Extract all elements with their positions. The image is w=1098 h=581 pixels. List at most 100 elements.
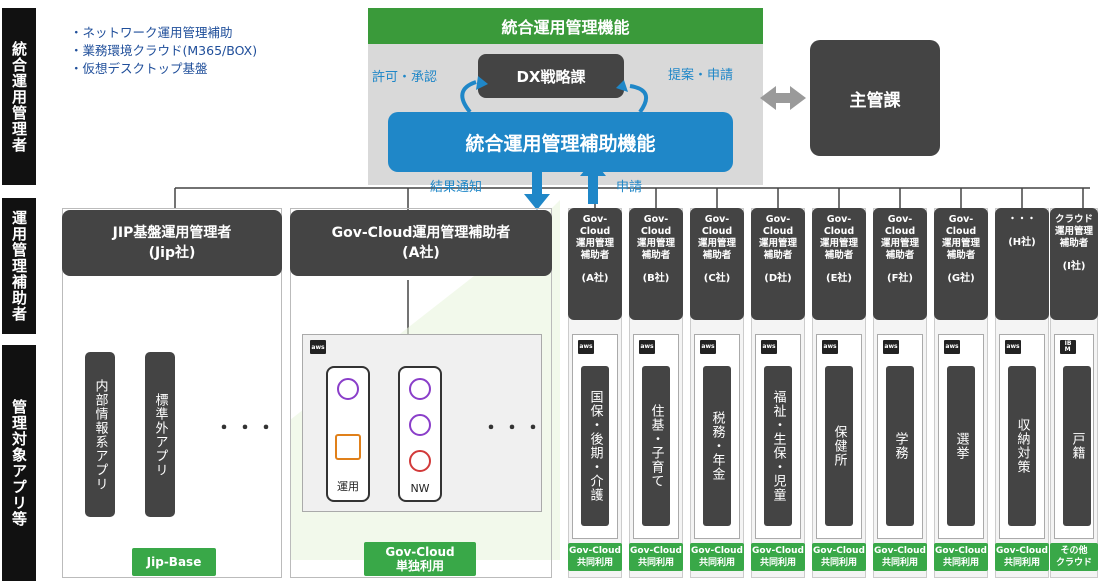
column-app: 学務 [886, 366, 914, 526]
column-tag-line1: Gov-Cloud [569, 546, 621, 556]
column-head: Gov- Cloud 運用管理 補助者 (F社) [873, 208, 927, 320]
column-company: (D社) [764, 273, 792, 284]
ops-icon-stack: 運用 [326, 366, 370, 502]
column-tag-line1: Gov-Cloud [813, 546, 865, 556]
column-head: クラウド 運用管理 補助者 (I社) [1050, 208, 1098, 320]
nw-icon-stack: NW [398, 366, 442, 502]
permit-label: 許可・承認 [372, 70, 438, 85]
column-tag-line2: 共同利用 [637, 558, 674, 568]
jip-more-dots: ・・・ [215, 418, 278, 439]
note-item: ・業務環境クラウド(M365/BOX) [70, 43, 258, 58]
column-company: (F社) [887, 273, 913, 284]
jip-operator-head: JIP基盤運用管理者 (Jip社) [62, 210, 282, 276]
role-managed-apps: 管理対象アプリ等 [2, 345, 36, 581]
column-head: ・・・ (H社) [995, 208, 1049, 320]
gc-operator-head: Gov-Cloud運用管理補助者 (A社) [290, 210, 552, 276]
scope-notes: ・ネットワーク運用管理補助 ・業務環境クラウド(M365/BOX) ・仮想デスク… [70, 24, 257, 78]
arrow-head-right [616, 80, 628, 92]
column-tag-line1: Gov-Cloud [630, 546, 682, 556]
column-tag-line1: その他 [1060, 546, 1088, 556]
cloud-logo: aws [822, 340, 838, 354]
aws-logo: aws [310, 340, 326, 354]
firewall-icon [409, 450, 431, 472]
column-app: 保健所 [825, 366, 853, 526]
propose-label: 提案・申請 [668, 68, 734, 83]
column-head: Gov- Cloud 運用管理 補助者 (C社) [690, 208, 744, 320]
cloud-logo: aws [578, 340, 594, 354]
column-head: Gov- Cloud 運用管理 補助者(G社) [934, 208, 988, 320]
cloud-logo: aws [761, 340, 777, 354]
column-tag-line2: 共同利用 [1003, 558, 1040, 568]
column-tag-line2: 共同利用 [759, 558, 796, 568]
column-company: (E社) [826, 273, 852, 284]
column-company: (C社) [703, 273, 731, 284]
jip-base-tag: Jip-Base [132, 548, 216, 576]
gc-head-title: Gov-Cloud運用管理補助者 [331, 225, 511, 241]
column-company: (A社) [581, 273, 609, 284]
gc-single-tag: Gov-Cloud 単独利用 [364, 542, 476, 576]
column-company: (H社) [1008, 237, 1036, 248]
column-tag: Gov-Cloud 共同利用 [629, 543, 683, 571]
ops-label: 運用 [337, 480, 359, 493]
governance-title: 統合運用管理機能 [368, 8, 763, 44]
column-head-title: Gov- Cloud 運用管理 補助者 [575, 214, 614, 261]
app-nonstandard: 標準外アプリ [145, 352, 175, 517]
column-tag-line2: 共同利用 [881, 558, 918, 568]
column-tag: その他クラウド [1050, 543, 1098, 571]
column-app: 国保・後期・介護 [581, 366, 609, 526]
column-app: 選挙 [947, 366, 975, 526]
role-assistant-manager: 運用管理補助者 [2, 198, 36, 334]
column-app: 収納対策 [1008, 366, 1036, 526]
column-head: Gov- Cloud 運用管理 補助者 (D社) [751, 208, 805, 320]
note-item: ・仮想デスクトップ基盤 [70, 61, 208, 76]
role-integrated-manager: 統合運用管理者 [2, 8, 36, 185]
column-tag-line2: 共同利用 [942, 558, 979, 568]
gc-head-company: (A社) [402, 245, 440, 261]
column-tag: Gov-Cloud 共同利用 [812, 543, 866, 571]
arrow-head-left [476, 76, 488, 90]
column-tag-line1: Gov-Cloud [752, 546, 804, 556]
column-tag-line2: 共同利用 [820, 558, 857, 568]
column-head-title: Gov- Cloud 運用管理 補助者 [697, 214, 736, 261]
cloud-logo: aws [700, 340, 716, 354]
column-head-title: Gov- Cloud 運用管理 補助者 [880, 214, 919, 261]
chip-icon [335, 434, 361, 460]
gc-panel [290, 208, 552, 578]
column-tag: Gov-Cloud 共同利用 [690, 543, 744, 571]
cloud-logo: aws [1005, 340, 1021, 354]
column-tag-line1: Gov-Cloud [691, 546, 743, 556]
column-head-title: Gov- Cloud 運用管理 補助者 [819, 214, 858, 261]
column-company: (B社) [642, 273, 670, 284]
shukan-box: 主管課 [810, 40, 940, 156]
gc-more-dots: ・・・ [482, 418, 545, 439]
dx-strategy-box: DX戦略課 [478, 54, 624, 98]
column-head-title: クラウド 運用管理 補助者 [1054, 214, 1093, 249]
column-head-title: ・・・ [1007, 214, 1037, 225]
column-tag-line2: クラウド [1055, 558, 1092, 568]
app-internal-info: 内部情報系アプリ [85, 352, 115, 517]
column-head: Gov- Cloud 運用管理 補助者 (A社) [568, 208, 622, 320]
result-label: 結果通知 [430, 180, 483, 195]
apply-label: 申請 [616, 180, 643, 195]
column-head-title: Gov- Cloud 運用管理 補助者 [758, 214, 797, 261]
column-tag: Gov-Cloud 共同利用 [995, 543, 1049, 571]
column-head-title: Gov- Cloud 運用管理 補助者 [941, 214, 980, 261]
column-tag: Gov-Cloud 共同利用 [751, 543, 805, 571]
gc-tag-line1: Gov-Cloud [385, 545, 455, 559]
column-tag-line1: Gov-Cloud [935, 546, 987, 556]
double-arrow [760, 86, 806, 110]
jip-head-company: (Jip社) [148, 245, 196, 261]
cloud-logo: aws [883, 340, 899, 354]
column-app: 福祉・生保・児童 [764, 366, 792, 526]
column-tag-line1: Gov-Cloud [996, 546, 1048, 556]
column-tag-line2: 共同利用 [698, 558, 735, 568]
column-head-title: Gov- Cloud 運用管理 補助者 [636, 214, 675, 261]
magnet-icon [409, 414, 431, 436]
network-node-icon [337, 378, 359, 400]
column-company: (I社) [1062, 261, 1086, 272]
jip-head-title: JIP基盤運用管理者 [112, 225, 232, 241]
cloud-logo: IB M [1060, 340, 1076, 354]
